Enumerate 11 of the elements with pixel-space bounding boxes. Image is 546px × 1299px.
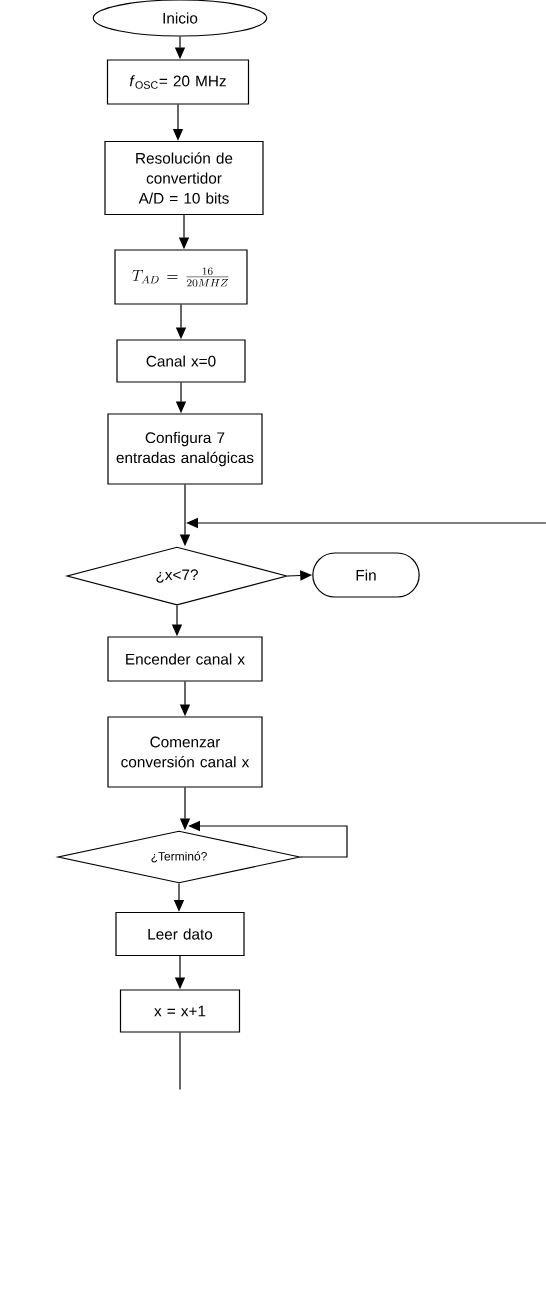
end-terminal: Fin (312, 552, 420, 598)
process-box: $T_{AD} = \frac{16}{20MHZ}$ (114, 249, 248, 305)
process-box: Canal x=0 (116, 339, 246, 383)
process-box: Leer dato (115, 911, 245, 957)
process-box: Resolución de convertidor A/D = 10 bits (104, 140, 264, 216)
process-box: Configura 7 entradas analógicas (107, 413, 263, 485)
process-box: Encender canal x (107, 636, 263, 682)
process-box: x = x+1 (119, 989, 241, 1033)
start-terminal: Inicio (92, 0, 268, 37)
process-box: f$_{OSC}$= 20 MHz (106, 59, 250, 105)
process-box: Comenzar conversión canal x (107, 716, 263, 788)
